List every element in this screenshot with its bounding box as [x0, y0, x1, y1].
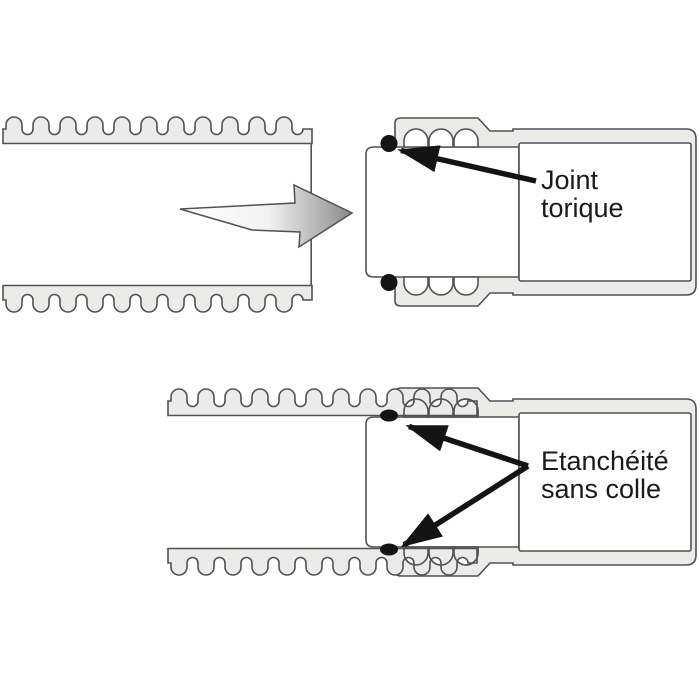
insertion-direction-arrow-icon [179, 183, 354, 249]
annotation-joint-torique: Joint torique [541, 166, 624, 222]
o-ring-top-icon [380, 135, 398, 152]
annotation-line: Etanchéité [541, 446, 669, 476]
pipe-bottom-wall [2, 284, 313, 313]
callout-arrow-seal-bottom [400, 463, 530, 548]
o-ring-compressed-top-icon [380, 409, 398, 422]
pipe-top-wall [2, 116, 313, 145]
view-assembled [167, 388, 696, 576]
fitting-exploded [366, 118, 696, 306]
callout-arrow-joint-torique [397, 145, 537, 184]
annotation-line: torique [541, 193, 624, 223]
o-ring-bottom-icon [380, 274, 398, 291]
annotation-etancheite-sans-colle: Etanchéité sans colle [541, 447, 669, 503]
o-ring-compressed-bottom-icon [380, 543, 398, 556]
annotation-line: Joint [541, 165, 599, 195]
view-insertion [2, 116, 696, 313]
callout-arrow-seal-top [405, 423, 529, 469]
annotation-line: sans colle [541, 474, 662, 504]
